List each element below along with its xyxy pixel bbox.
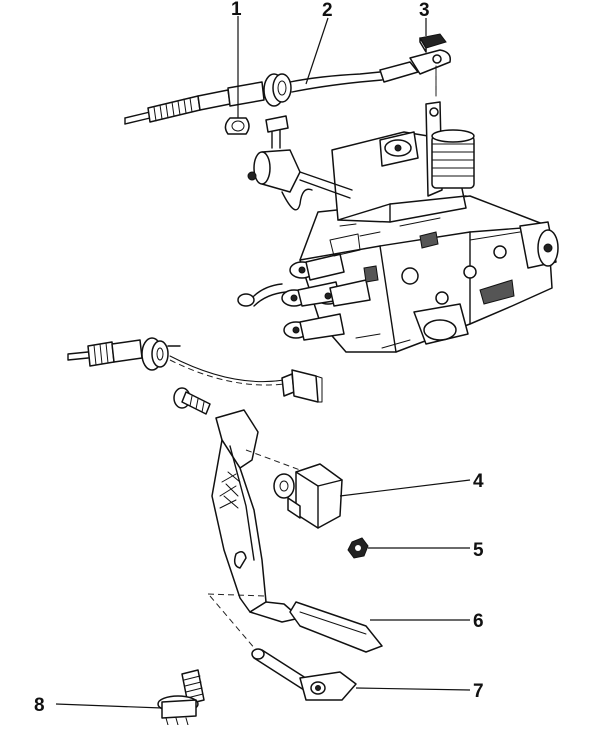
cable-threaded-adjuster (147, 95, 201, 123)
cylinder-with-fins (431, 129, 475, 189)
vacuum-capsule (247, 115, 353, 199)
part-7-pin (251, 648, 357, 701)
part-8-stud (157, 669, 205, 726)
callout-3: 3 (419, 0, 430, 21)
cable-grommet (263, 73, 292, 107)
part-6-pedal-pad (289, 601, 383, 653)
pedal-pivot-bolt (173, 387, 211, 415)
part-5-nut (347, 537, 369, 559)
cable-end-eye (409, 49, 452, 75)
callout-7: 7 (473, 681, 484, 702)
accelerator-pedal (207, 409, 331, 651)
callout-labels: 1 2 3 4 5 6 7 8 (34, 0, 484, 716)
delivery-valves (281, 253, 371, 341)
part-1-retaining-clip (224, 117, 250, 135)
accelerator-cable-upper (124, 49, 452, 125)
callout-1: 1 (231, 0, 242, 20)
callout-8: 8 (34, 695, 45, 716)
injection-pump (237, 101, 559, 353)
leader-lines (55, 16, 471, 709)
kickdown-cable (67, 337, 323, 403)
callout-4: 4 (473, 471, 484, 492)
part-3-clip (419, 33, 447, 53)
callout-6: 6 (473, 611, 484, 632)
callout-5: 5 (473, 540, 484, 561)
part-4-bushing-block (273, 463, 343, 529)
callout-2: 2 (322, 0, 333, 21)
